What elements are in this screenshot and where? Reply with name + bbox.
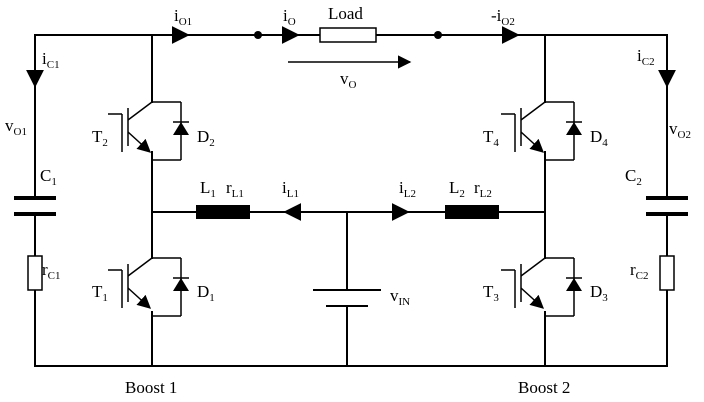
label-t3: T3: [483, 282, 499, 304]
label-c2: C2: [625, 166, 642, 188]
label-v-o1: vO1: [5, 116, 27, 138]
node-dot-right: [434, 31, 442, 39]
label-i-c2: iC2: [637, 46, 655, 68]
label-boost2: Boost 2: [518, 378, 570, 397]
switch-t3-d3: [501, 257, 582, 317]
label-d2: D2: [197, 127, 215, 149]
label-i-c1: iC1: [42, 49, 60, 71]
label-v-o2: vO2: [669, 119, 691, 141]
label-load: Load: [328, 4, 363, 23]
label-r-c1: rC1: [42, 260, 61, 282]
input-source-vin: [313, 289, 381, 307]
load-resistor: [319, 27, 377, 43]
label-t2: T2: [92, 127, 108, 149]
label-r-l1: rL1: [226, 178, 244, 200]
switch-t1-d1: [108, 257, 189, 317]
capacitor-c2: [646, 196, 688, 216]
label-v-in: vIN: [390, 286, 410, 308]
label-l1: L1: [200, 178, 216, 200]
capacitor-c1: [14, 196, 56, 216]
wiring: [34, 34, 668, 367]
label-d1: D1: [197, 282, 215, 304]
label-i-o2: -iO2: [491, 6, 515, 28]
label-r-c2: rC2: [630, 260, 649, 282]
label-l2: L2: [449, 178, 465, 200]
label-t4: T4: [483, 127, 499, 149]
label-c1: C1: [40, 166, 57, 188]
label-i-l1: iL1: [282, 178, 299, 200]
label-i-l2: iL2: [399, 178, 416, 200]
node-dot-left: [254, 31, 262, 39]
label-v-o: vO: [340, 69, 357, 91]
switch-t2-d2: [108, 101, 189, 161]
label-i-o1: iO1: [174, 6, 192, 28]
resistor-rc2: [659, 255, 675, 291]
inductor-l1: [196, 205, 250, 219]
label-d4: D4: [590, 127, 608, 149]
label-i-o: iO: [283, 6, 296, 28]
switch-t4-d4: [501, 101, 582, 161]
resistor-rc1: [27, 255, 43, 291]
label-r-l2: rL2: [474, 178, 492, 200]
label-t1: T1: [92, 282, 108, 304]
inductor-l2: [445, 205, 499, 219]
label-boost1: Boost 1: [125, 378, 177, 397]
label-d3: D3: [590, 282, 608, 304]
